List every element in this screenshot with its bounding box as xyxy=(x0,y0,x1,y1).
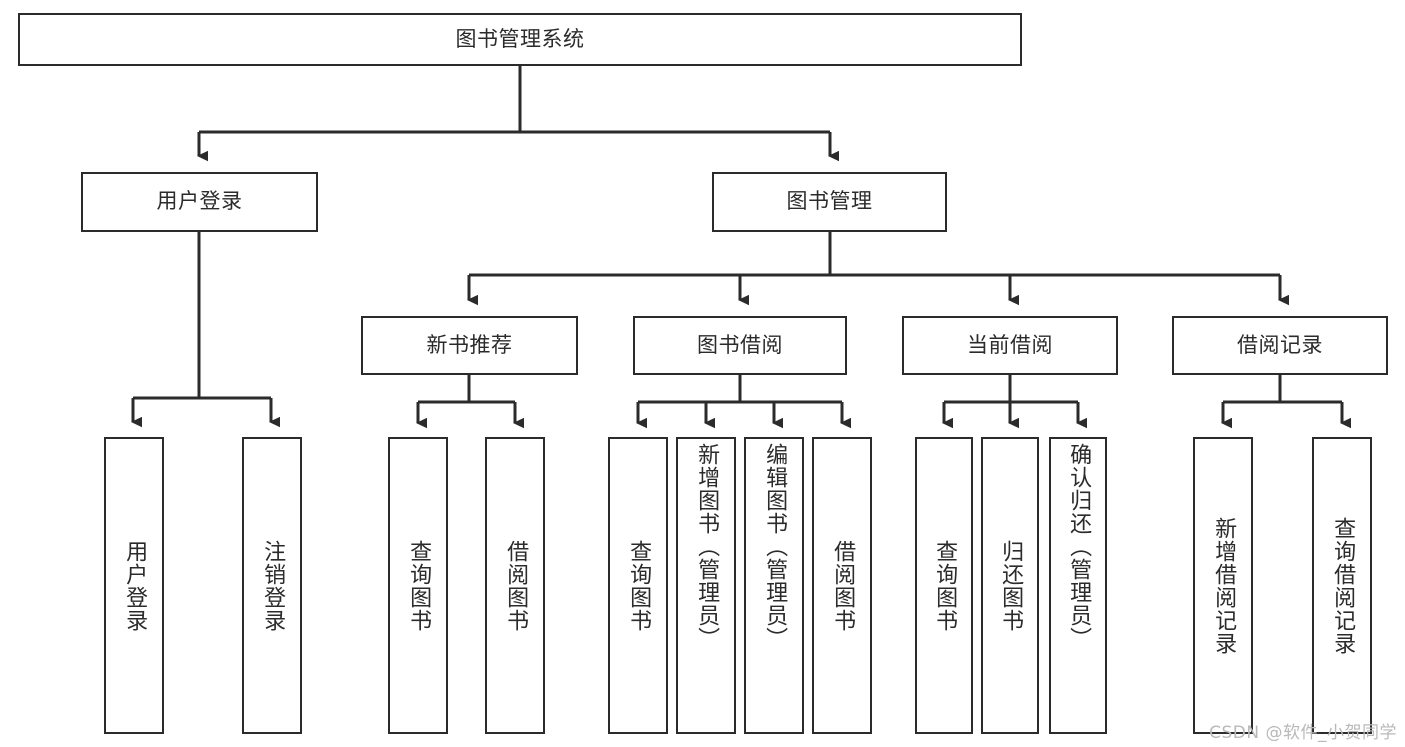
leaf-borrow-borrow-book[interactable]: 借阅图书 xyxy=(812,437,872,734)
node-label: 确认归还（管理员） xyxy=(1066,443,1092,650)
leaf-borrow-query-book[interactable]: 查询图书 xyxy=(608,437,668,734)
leaf-borrow-add-book-admin[interactable]: 新增图书（管理员） xyxy=(676,437,736,734)
node-label: 查询借阅记录 xyxy=(1330,516,1356,655)
node-label: 图书管理系统 xyxy=(455,26,585,51)
node-label: 借阅记录 xyxy=(1237,332,1323,357)
node-label: 归还图书 xyxy=(998,539,1024,632)
watermark: CSDN @软件_小贺同学 xyxy=(1209,723,1397,743)
leaf-recommend-borrow-book[interactable]: 借阅图书 xyxy=(485,437,545,734)
node-label: 注销登录 xyxy=(260,539,286,632)
leaf-current-query-book[interactable]: 查询图书 xyxy=(915,437,973,734)
node-book-management[interactable]: 图书管理 xyxy=(712,172,947,232)
leaf-borrow-edit-book-admin[interactable]: 编辑图书（管理员） xyxy=(744,437,804,734)
leaf-user-login[interactable]: 用户登录 xyxy=(104,437,164,734)
node-root-book-management-system[interactable]: 图书管理系统 xyxy=(18,13,1022,66)
node-new-book-recommend[interactable]: 新书推荐 xyxy=(361,316,578,375)
node-label: 图书管理 xyxy=(786,189,873,214)
node-label: 新书推荐 xyxy=(426,332,513,357)
node-label: 查询图书 xyxy=(932,539,958,632)
node-label: 图书借阅 xyxy=(697,332,783,357)
leaf-record-query-borrow-record[interactable]: 查询借阅记录 xyxy=(1312,437,1372,734)
node-label: 查询图书 xyxy=(406,539,432,632)
node-borrow-record[interactable]: 借阅记录 xyxy=(1172,316,1388,375)
node-label: 新增图书（管理员） xyxy=(694,443,720,650)
node-label: 用户登录 xyxy=(156,189,243,214)
leaf-current-confirm-return-admin[interactable]: 确认归还（管理员） xyxy=(1049,437,1107,734)
node-user-login[interactable]: 用户登录 xyxy=(81,172,318,232)
leaf-logout[interactable]: 注销登录 xyxy=(242,437,302,734)
leaf-recommend-query-book[interactable]: 查询图书 xyxy=(388,437,448,734)
node-label: 借阅图书 xyxy=(830,539,856,632)
node-label: 当前借阅 xyxy=(967,332,1053,357)
node-label: 新增借阅记录 xyxy=(1211,516,1237,655)
node-label: 用户登录 xyxy=(122,539,148,632)
node-label: 查询图书 xyxy=(626,539,652,632)
leaf-current-return-book[interactable]: 归还图书 xyxy=(981,437,1039,734)
leaf-record-add-borrow-record[interactable]: 新增借阅记录 xyxy=(1193,437,1253,734)
node-book-borrow[interactable]: 图书借阅 xyxy=(633,316,847,375)
node-label: 借阅图书 xyxy=(503,539,529,632)
node-current-borrow[interactable]: 当前借阅 xyxy=(902,316,1118,375)
node-label: 编辑图书（管理员） xyxy=(762,443,788,650)
